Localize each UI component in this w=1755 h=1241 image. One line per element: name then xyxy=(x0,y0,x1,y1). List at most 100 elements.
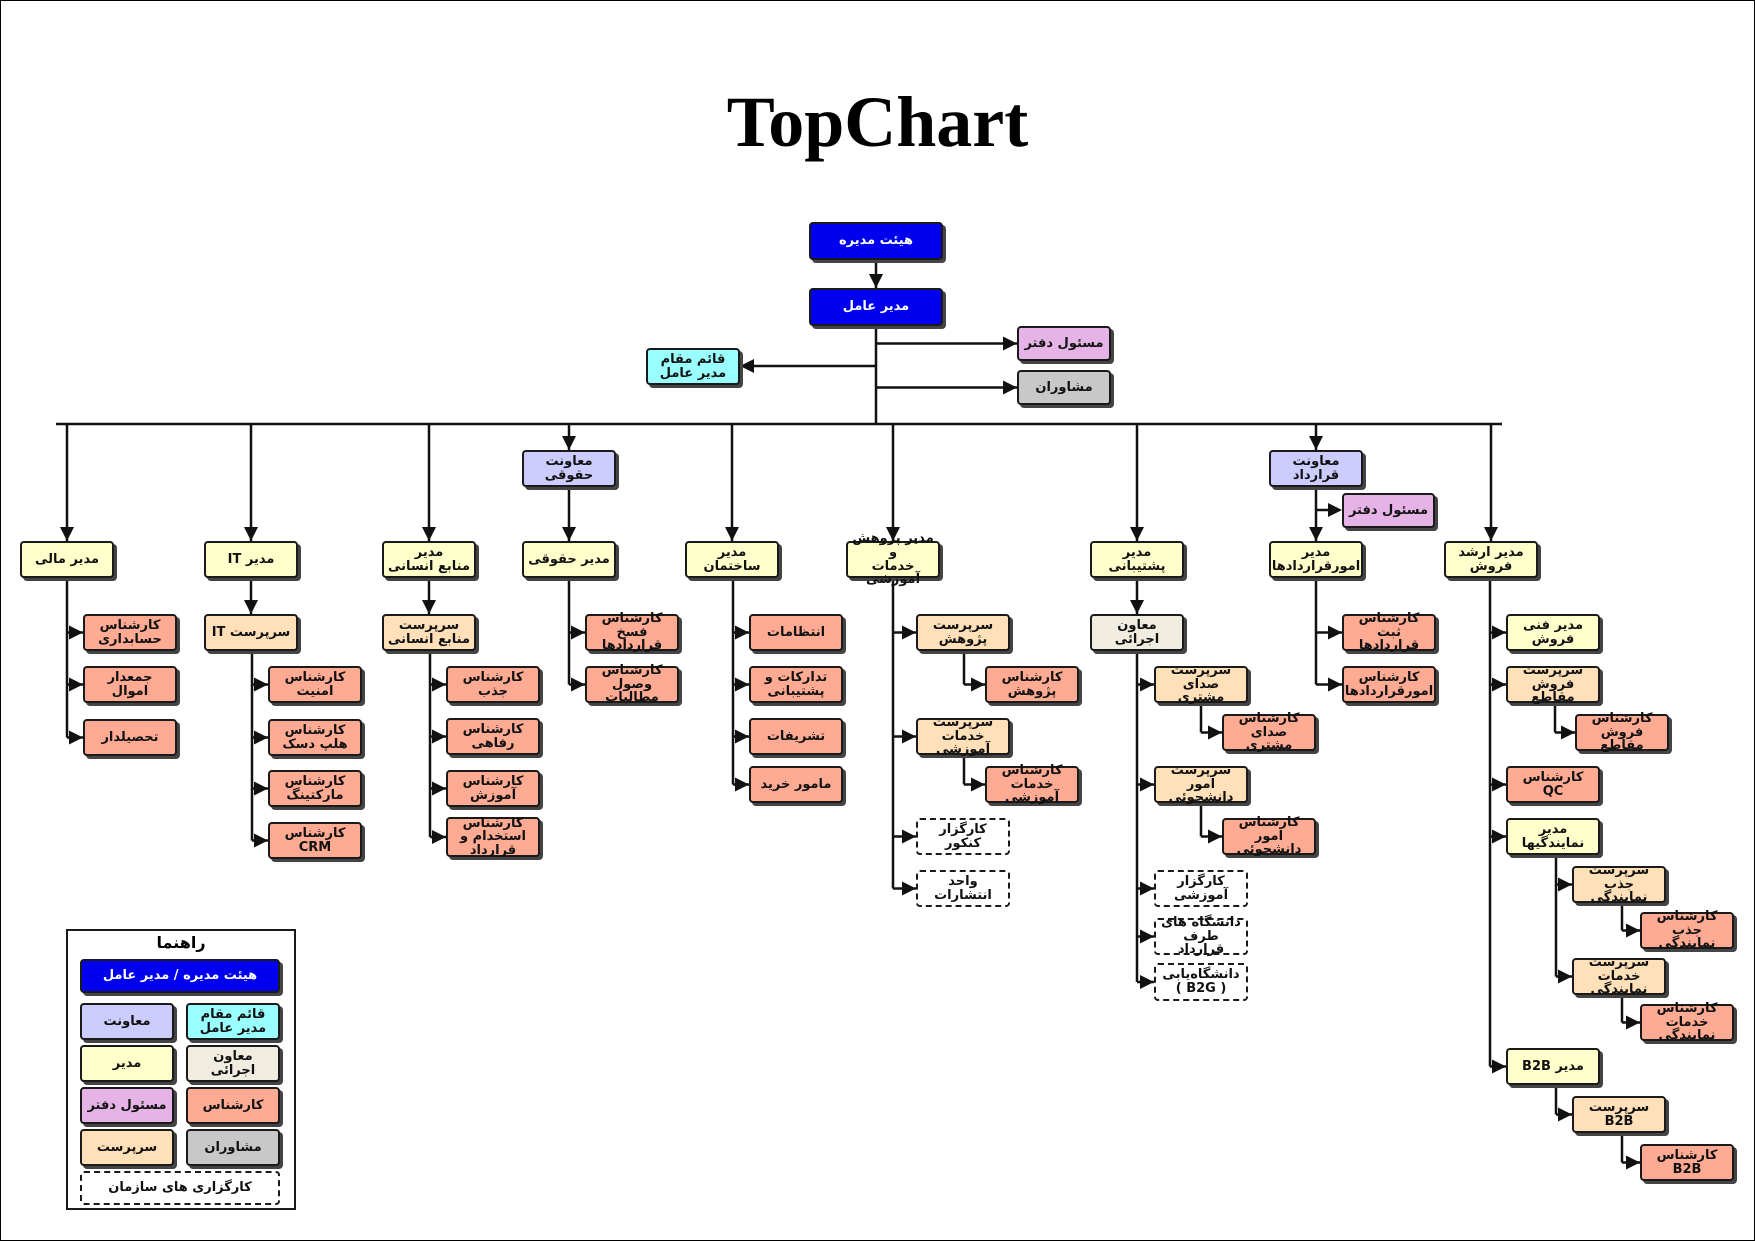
arrowhead xyxy=(869,274,883,288)
node-it-crm: کارشناس CRM xyxy=(268,822,362,859)
node-voc-expert: کارشناس صدای مشتری xyxy=(1222,712,1316,753)
legend-manager: مدیر xyxy=(80,1045,174,1082)
node-hr-welfare: کارشناس رفاهی xyxy=(446,718,540,755)
node-publications: واحد انتشارات xyxy=(916,870,1010,907)
node-fin-accounting: کارشناس حسابداری xyxy=(83,614,177,651)
node-student-supervisor: سرپرست امور دانشجوئی xyxy=(1154,764,1248,805)
node-b2b-mgr: مدیر B2B xyxy=(1506,1048,1600,1085)
arrowhead xyxy=(244,527,258,541)
node-segment-expert: کارشناس فروش مقاطع xyxy=(1575,712,1669,753)
arrowhead xyxy=(1140,975,1154,989)
node-fin-property: جمعدار اموال xyxy=(83,666,177,703)
node-research-mgr: مدیر پژوهش و خدمات آموزشی xyxy=(846,532,940,586)
legend-board: هیئت مدیره / مدیر عامل xyxy=(80,959,280,993)
node-hr-recruit: کارشناس جذب xyxy=(446,666,540,703)
arrowhead xyxy=(1626,1015,1640,1030)
node-hr-supervisor: سرپرست منابع انسانی xyxy=(382,614,476,651)
legend-exec-deputy: معاون اجرائی xyxy=(186,1045,280,1082)
arrowhead xyxy=(971,677,985,692)
arrowhead xyxy=(254,730,268,745)
node-support-mgr: مدیر پشتیبانی xyxy=(1090,541,1184,578)
node-contract-affairs: کارشناس امورقراردادها xyxy=(1342,666,1436,703)
node-contracts-mgr: مدیر امورقراردادها xyxy=(1269,541,1363,578)
arrowhead xyxy=(562,527,576,541)
legend-agencies: کارگزاری های سازمان xyxy=(80,1171,280,1205)
node-hr-mgr: مدیر منابع انسانی xyxy=(382,541,476,578)
arrowhead xyxy=(422,527,436,541)
node-ceo: مدیر عامل xyxy=(809,288,943,326)
arrowhead xyxy=(254,781,268,796)
arrowhead xyxy=(1208,829,1222,844)
arrowhead xyxy=(1492,677,1506,692)
node-bld-guards: انتظامات xyxy=(749,614,843,651)
node-exec-deputy: معاون اجرائی xyxy=(1090,614,1184,651)
node-qc-expert: کارشناس QC xyxy=(1506,766,1600,803)
arrowhead xyxy=(1626,923,1640,938)
arrowhead xyxy=(1130,600,1144,614)
node-office-mgr: مسئول دفتر xyxy=(1017,326,1111,361)
arrowhead xyxy=(60,527,74,541)
node-fin-collector: تحصیلدار xyxy=(83,719,177,756)
arrowhead xyxy=(735,777,749,792)
arrowhead xyxy=(1484,527,1498,541)
arrowhead xyxy=(1492,829,1506,844)
node-hr-training: کارشناس آموزش xyxy=(446,770,540,807)
arrowhead xyxy=(1492,625,1506,640)
node-edu-expert: کارشناس خدمات آموزشی xyxy=(985,764,1079,805)
node-bld-ceremony: تشریفات xyxy=(749,718,843,755)
arrowhead xyxy=(1492,1059,1506,1074)
arrowhead xyxy=(1309,527,1323,541)
arrowhead xyxy=(254,833,268,848)
arrowhead xyxy=(254,677,268,692)
node-bld-purchase: مامور خرید xyxy=(749,766,843,803)
node-sales-mgr: مدیر ارشد فروش xyxy=(1444,541,1538,578)
node-it-supervisor: سرپرست IT xyxy=(204,614,298,651)
arrowhead xyxy=(1003,336,1017,351)
node-board: هیئت مدیره xyxy=(809,222,943,260)
legend-deputy: معاونت xyxy=(80,1003,174,1040)
arrowhead xyxy=(886,527,900,541)
node-it-marketing: کارشناس مارکتینگ xyxy=(268,770,362,807)
node-finance-mgr: مدیر مالی xyxy=(20,541,114,578)
arrowhead xyxy=(1140,777,1154,792)
node-bld-procurement: تدارکات و پشتیبانی xyxy=(749,666,843,703)
arrowhead xyxy=(735,729,749,744)
arrowhead xyxy=(432,677,446,692)
legend-title: راهنما xyxy=(156,933,206,952)
node-voc-supervisor: سرپرست صدای مشتری xyxy=(1154,664,1248,705)
legend-supervisor: سرپرست xyxy=(80,1129,174,1166)
legend: راهنما هیئت مدیره / مدیر عامل معاونت قائم … xyxy=(66,929,296,1210)
node-agency-service-sup: سرپرست خدمات نمایندگی xyxy=(1572,956,1666,997)
arrowhead xyxy=(1558,1107,1572,1122)
node-it-helpdesk: کارشناس هلپ دسک xyxy=(268,719,362,756)
node-legal-termination: کارشناس فسخ قراردادها xyxy=(585,612,679,653)
arrowhead xyxy=(1626,1155,1640,1170)
node-b2b-expert: کارشناس B2B xyxy=(1640,1144,1734,1181)
arrowhead xyxy=(1140,677,1154,692)
arrowhead xyxy=(902,829,916,844)
arrowhead xyxy=(1140,881,1154,896)
node-legal-claims: کارشناس وصول مطالبات xyxy=(585,664,679,705)
arrowhead xyxy=(244,600,258,614)
legend-acting-ceo: قائم مقام مدیر عامل xyxy=(186,1003,280,1040)
arrowhead xyxy=(1561,725,1575,740)
legend-expert: کارشناس xyxy=(186,1087,280,1124)
arrowhead xyxy=(1328,625,1342,640)
arrowhead xyxy=(1558,877,1572,892)
arrowhead xyxy=(1140,929,1154,944)
arrowhead xyxy=(1492,777,1506,792)
node-building-mgr: مدیر ساختمان xyxy=(685,541,779,578)
node-it-mgr: مدیر IT xyxy=(204,541,298,578)
arrowhead xyxy=(1558,969,1572,984)
node-res-supervisor: سرپرست پژوهش xyxy=(916,614,1010,651)
arrowhead xyxy=(69,625,83,640)
arrowhead xyxy=(1130,527,1144,541)
node-edu-agent: کارگزار آموزشی xyxy=(1154,870,1248,907)
node-it-security: کارشناس امنیت xyxy=(268,666,362,703)
arrowhead xyxy=(902,729,916,744)
node-agency-recruit-sup: سرپرست جذب نمایندگی xyxy=(1572,864,1666,905)
node-agency-service-exp: کارشناس خدمات نمایندگی xyxy=(1640,1002,1734,1043)
legend-secretary: مسئول دفتر xyxy=(80,1087,174,1124)
arrowhead xyxy=(902,625,916,640)
arrowhead xyxy=(725,527,739,541)
